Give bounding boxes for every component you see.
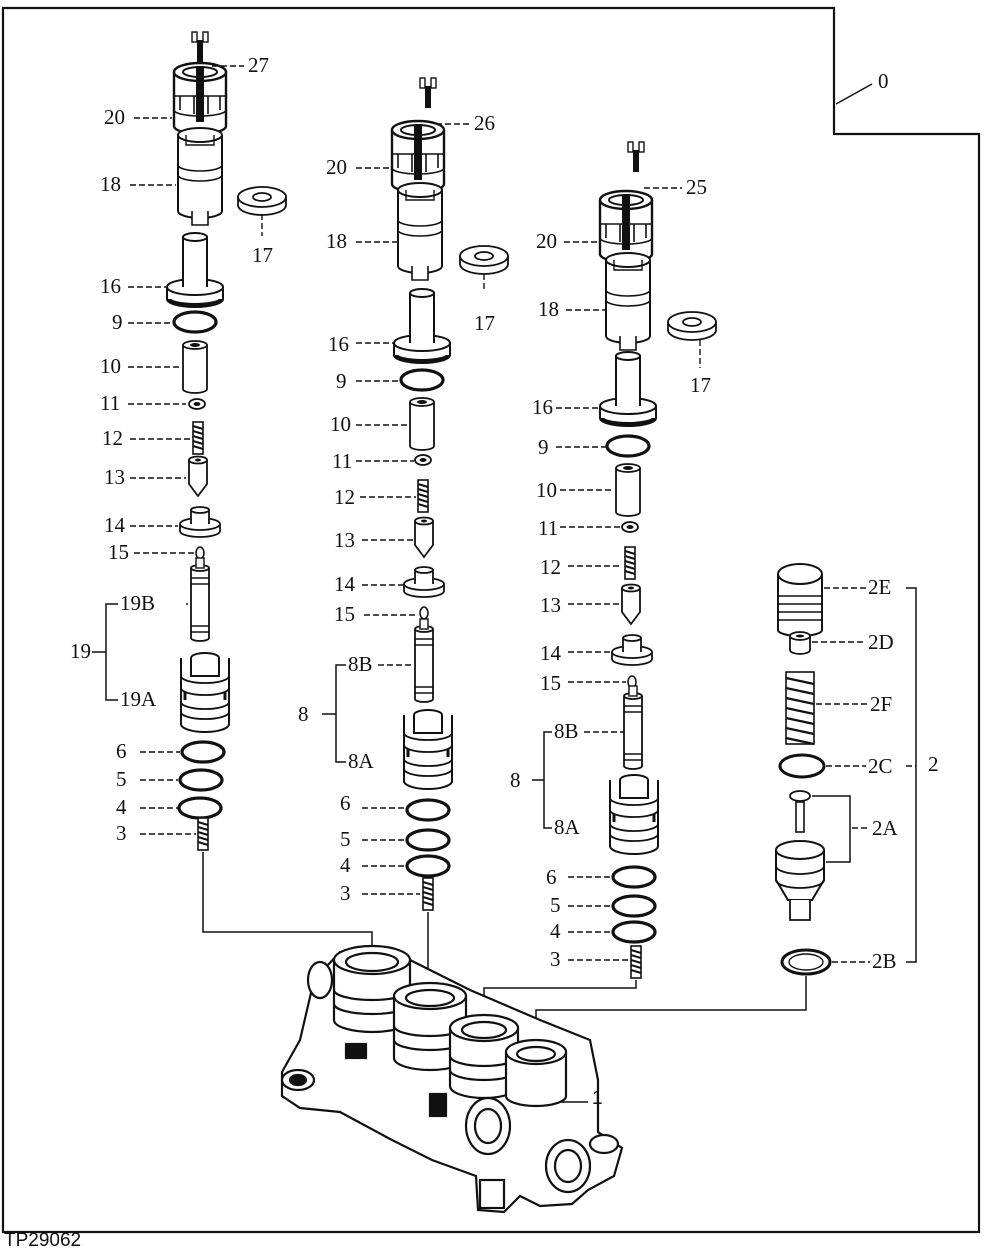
label-8-right: 8 — [510, 768, 521, 792]
label-4-right: 4 — [550, 919, 561, 943]
relief-cap-2E — [777, 563, 823, 637]
label-13-left: 13 — [104, 465, 125, 489]
label-17-right: 17 — [690, 373, 711, 397]
label-18-middle: 18 — [326, 229, 347, 253]
label-12-left: 12 — [102, 426, 123, 450]
label-2D: 2D — [868, 630, 894, 654]
label-18-left: 18 — [100, 172, 121, 196]
label-9-middle: 9 — [336, 369, 347, 393]
label-4-left: 4 — [116, 795, 127, 819]
relief-valve-parts — [775, 563, 832, 976]
label-6-left: 6 — [116, 739, 127, 763]
left-labels: 27 20 18 17 16 9 10 11 12 13 14 15 19B 1… — [70, 53, 273, 845]
label-16-right: 16 — [532, 395, 553, 419]
label-19A: 19A — [120, 687, 157, 711]
label-2A: 2A — [872, 816, 899, 840]
label-19B: 19B — [120, 591, 155, 615]
relief-piece-2D — [789, 631, 811, 655]
label-20-middle: 20 — [326, 155, 347, 179]
relief-poppet-2A — [775, 790, 825, 921]
label-14-right: 14 — [540, 641, 562, 665]
label-assembly: 0 — [878, 69, 889, 93]
label-14-left: 14 — [104, 513, 126, 537]
relief-leader-lines — [812, 587, 916, 963]
label-5-left: 5 — [116, 767, 127, 791]
label-6-middle: 6 — [340, 791, 351, 815]
label-16-left: 16 — [100, 274, 121, 298]
right-8-bracket — [532, 731, 552, 829]
middle-8-bracket — [322, 664, 346, 763]
drawing-id: TP29062 — [4, 1230, 81, 1248]
label-8-middle: 8 — [298, 702, 309, 726]
label-15-right: 15 — [540, 671, 561, 695]
label-26: 26 — [474, 111, 495, 135]
label-6-right: 6 — [546, 865, 557, 889]
relief-flow-line — [535, 976, 807, 1036]
label-8A-right: 8A — [554, 815, 581, 839]
relief-spring-2F — [785, 671, 815, 746]
label-11-middle: 11 — [332, 449, 352, 473]
label-12-right: 12 — [540, 555, 561, 579]
label-11-left: 11 — [100, 391, 120, 415]
label-17-middle: 17 — [474, 311, 495, 335]
label-16-middle: 16 — [328, 332, 349, 356]
label-20-left: 20 — [104, 105, 125, 129]
label-11-right: 11 — [538, 516, 558, 540]
right-solenoid-stack — [598, 141, 717, 979]
label-12-middle: 12 — [334, 485, 355, 509]
label-5-middle: 5 — [340, 827, 351, 851]
assembly-boundary-frame — [1, 6, 981, 1234]
relief-ring-2B — [780, 948, 832, 976]
label-18-right: 18 — [538, 297, 559, 321]
label-19: 19 — [70, 639, 91, 663]
assembly-leader-line — [835, 83, 873, 105]
label-2B: 2B — [872, 949, 897, 973]
label-3-middle: 3 — [340, 881, 351, 905]
label-2C: 2C — [868, 754, 893, 778]
label-2: 2 — [928, 752, 939, 776]
left-leader-lines — [128, 65, 263, 835]
label-8B-right: 8B — [554, 719, 579, 743]
label-4-middle: 4 — [340, 853, 351, 877]
label-9-left: 9 — [112, 310, 123, 334]
relief-2A-bracket — [812, 795, 851, 863]
middle-leader-lines — [356, 123, 485, 895]
middle-solenoid-stack — [390, 77, 509, 911]
label-20-right: 20 — [536, 229, 557, 253]
label-2F: 2F — [870, 692, 892, 716]
relief-2-bracket — [906, 587, 917, 963]
label-15-middle: 15 — [334, 602, 355, 626]
label-27: 27 — [248, 53, 269, 77]
label-13-middle: 13 — [334, 528, 355, 552]
valve-body — [280, 944, 624, 1214]
label-10-left: 10 — [100, 354, 121, 378]
right-leader-lines — [556, 187, 701, 961]
label-25: 25 — [686, 175, 707, 199]
label-5-right: 5 — [550, 893, 561, 917]
label-15-left: 15 — [108, 540, 129, 564]
label-17-left: 17 — [252, 243, 273, 267]
label-2E: 2E — [868, 575, 891, 599]
left-solenoid-stack — [165, 31, 287, 851]
middle-labels: 26 20 18 17 16 9 10 11 12 13 14 15 8B 8 … — [298, 111, 495, 905]
label-body: 1 — [592, 1088, 603, 1109]
left-19-bracket — [92, 603, 118, 701]
label-14-middle: 14 — [334, 572, 356, 596]
label-3-right: 3 — [550, 947, 561, 971]
relief-oring-2C — [778, 753, 826, 779]
label-9-right: 9 — [538, 435, 549, 459]
label-3-left: 3 — [116, 821, 127, 845]
label-8A-middle: 8A — [348, 749, 375, 773]
relief-labels: 2E 2D 2F 2C 2 2A 2B — [868, 575, 939, 973]
label-10-right: 10 — [536, 478, 557, 502]
label-13-right: 13 — [540, 593, 561, 617]
label-8B-middle: 8B — [348, 652, 373, 676]
label-10-middle: 10 — [330, 412, 351, 436]
right-labels: 25 20 18 17 16 9 10 11 12 13 14 15 8B 8 … — [510, 175, 711, 971]
